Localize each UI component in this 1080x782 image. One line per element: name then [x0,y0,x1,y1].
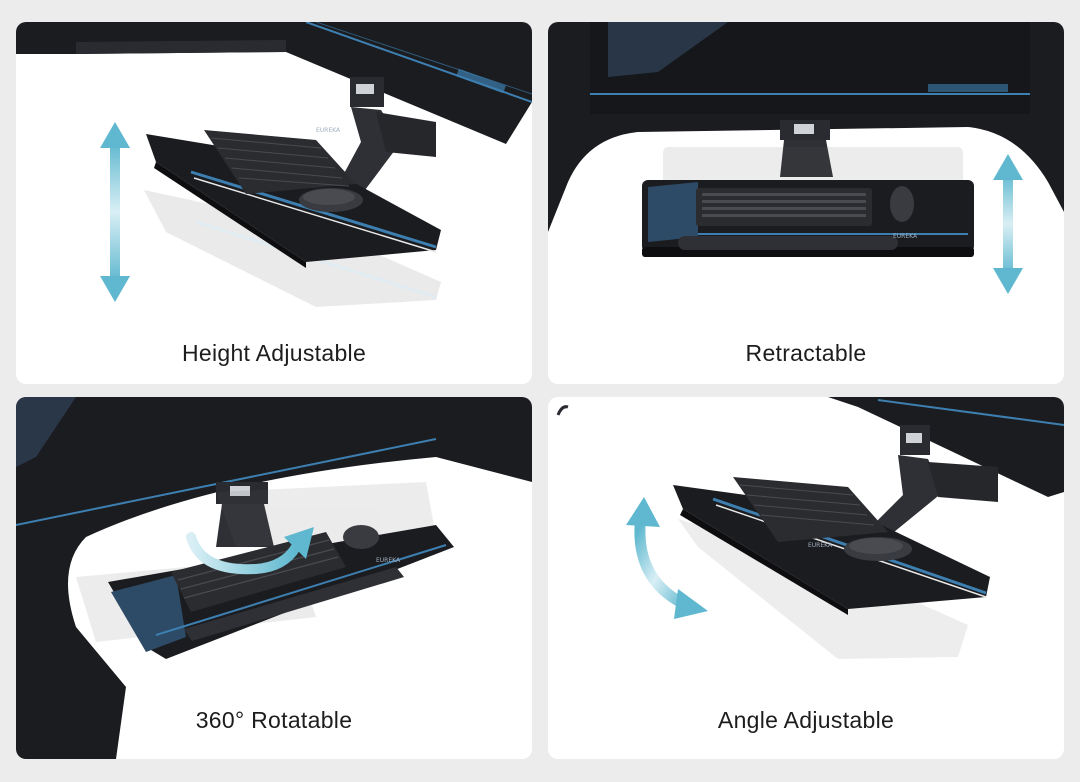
height-adjustable-photo: EUREKA [16,22,532,307]
up-down-arrow-icon [100,122,130,302]
curved-arrow-icon [626,497,708,619]
rotate-arrow-icon [186,527,314,575]
feature-panel-rotatable: EUREKA 360° Rotatable [16,397,532,759]
brand-logo: EUREKA [893,233,918,240]
brand-logo: EUREKA [808,542,833,549]
retractable-photo: EUREKA [548,22,1064,294]
rotatable-photo: EUREKA [16,397,532,759]
feature-panel-retractable: EUREKA Retractable [548,22,1064,384]
angle-adjustable-photo: EUREKA [556,397,1064,659]
feature-caption: Angle Adjustable [717,707,895,733]
feature-panel-angle: EUREKA Angle Adjustable [548,397,1064,759]
feature-caption: Height Adjustable [181,340,367,366]
feature-caption: 360° Rotatable [195,707,353,733]
brand-logo: EUREKA [316,127,341,134]
feature-caption: Retractable [745,340,867,366]
brand-logo: EUREKA [376,557,401,564]
feature-panel-height: EUREKA Height Adjustable [16,22,532,384]
up-down-arrow-icon [993,154,1023,294]
